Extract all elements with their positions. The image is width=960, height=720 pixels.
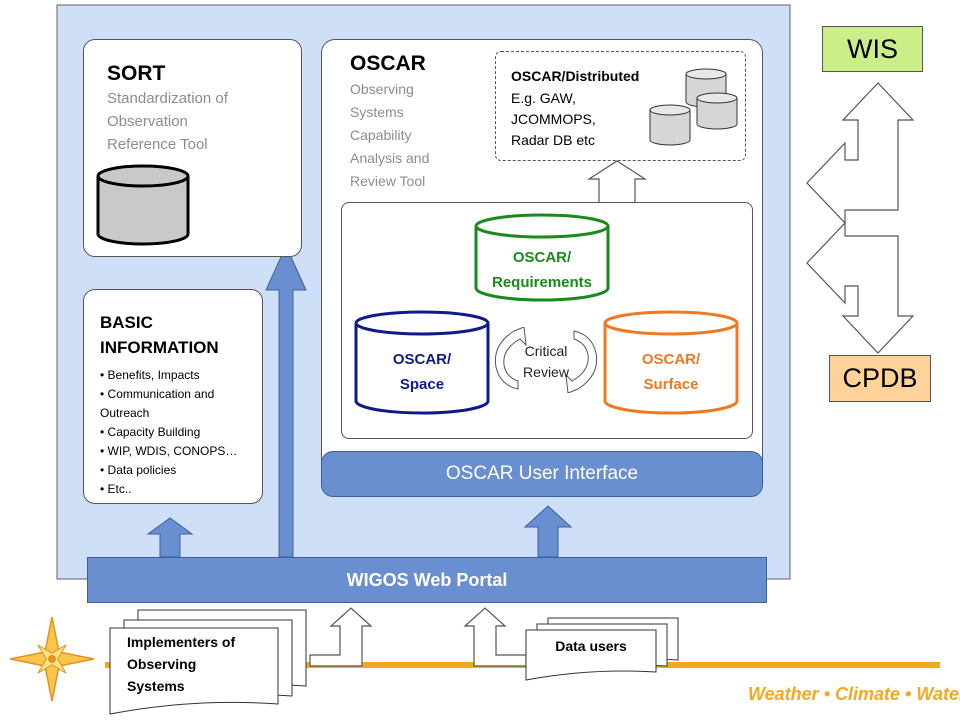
data-users-doc-stack [525, 617, 679, 681]
basic-info-list: Benefits, Impacts Communication and Outr… [100, 366, 258, 499]
wigos-web-portal[interactable]: WIGOS Web Portal [87, 557, 767, 603]
list-item: Etc.. [100, 480, 258, 499]
oscar-distributed-title: OSCAR/Distributed [511, 68, 640, 84]
oscar-distributed-text: E.g. GAW, JCOMMOPS, Radar DB etc [511, 90, 596, 148]
basic-info-box: BASIC INFORMATION Benefits, Impacts Comm… [83, 289, 263, 504]
wis-label: WIS [847, 34, 898, 64]
cpdb-exchange-arrow [806, 221, 915, 354]
oscar-space-cylinder [354, 310, 490, 415]
wis-box: WIS [822, 26, 923, 72]
oscar-title: OSCAR [350, 52, 426, 75]
basic-info-title: BASIC INFORMATION [100, 313, 219, 357]
up-arrow-basic [146, 517, 194, 558]
implementers-to-portal-arrow [309, 607, 373, 667]
implementers-doc-stack [109, 609, 307, 715]
oscar-space-label: OSCAR/ Space [392, 351, 452, 393]
sort-title: SORT [107, 62, 166, 85]
cpdb-label: CPDB [842, 363, 918, 393]
up-arrow-distributed [587, 160, 647, 206]
sort-database-icon [96, 164, 190, 246]
oscar-user-interface[interactable]: OSCAR User Interface [321, 451, 763, 497]
up-arrow-sort [265, 244, 307, 558]
cpdb-box: CPDB [829, 355, 931, 402]
sort-box: SORT Standardization of Observation Refe… [83, 39, 302, 257]
portal-to-data-users-arrow [463, 607, 527, 667]
oscar-subtitle: Observing Systems Capability Analysis an… [350, 81, 430, 189]
distributed-databases-icon [649, 68, 738, 146]
oscar-distributed-box: OSCAR/Distributed E.g. GAW, JCOMMOPS, Ra… [495, 51, 746, 161]
oscar-components-box: OSCAR/ Requirements OSCAR/ Space OSCAR/ … [341, 202, 753, 439]
oscar-requirements-label: OSCAR/ Requirements [491, 249, 593, 291]
up-arrow-oscar [523, 505, 573, 558]
critical-review-cycle-icon [494, 327, 598, 393]
list-item: Benefits, Impacts [100, 366, 258, 385]
oscar-surface-label: OSCAR/ Surface [641, 351, 701, 393]
list-item: Capacity Building [100, 423, 258, 442]
footer-tagline: Weather • Climate • Water [748, 684, 960, 704]
implementers-label: Implementers of Observing Systems [127, 634, 236, 694]
sort-subtitle: Standardization of Observation Reference… [107, 90, 228, 153]
list-item: Communication and Outreach [100, 385, 258, 423]
oscar-surface-cylinder [603, 310, 739, 415]
oscar-user-interface-label: OSCAR User Interface [445, 463, 639, 484]
oscar-requirements-cylinder [474, 213, 610, 302]
list-item: Data policies [100, 461, 258, 480]
compass-star-icon [9, 616, 95, 702]
list-item: WIP, WDIS, CONOPS… [100, 442, 258, 461]
oscar-box: OSCAR Observing Systems Capability Analy… [321, 39, 763, 497]
wigos-web-portal-label: WIGOS Web Portal [346, 570, 508, 590]
critical-review-label: Critical Review [523, 343, 569, 380]
wis-exchange-arrow [806, 82, 915, 225]
data-users-label: Data users [555, 638, 627, 654]
